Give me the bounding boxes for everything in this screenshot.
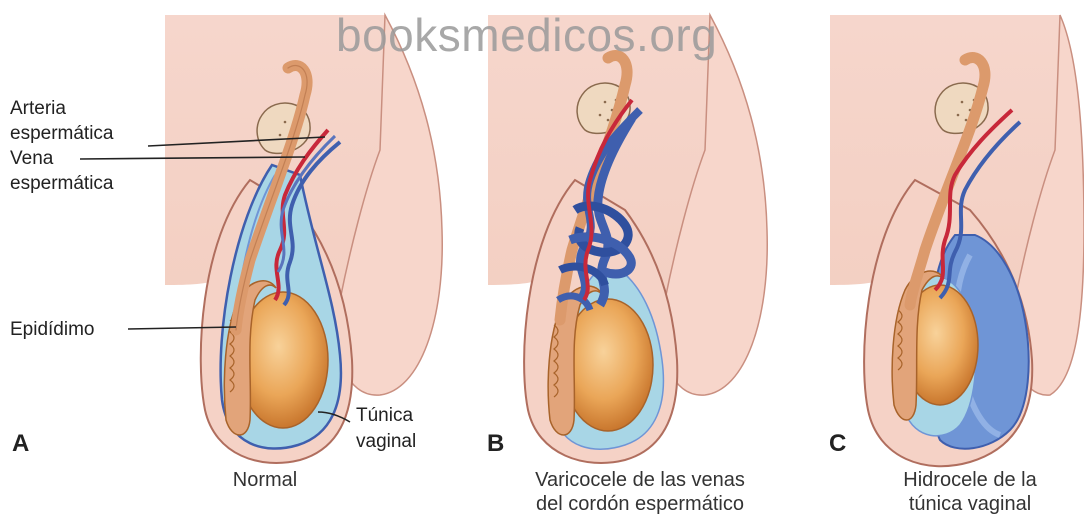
panel-a-illustration bbox=[80, 15, 442, 463]
panel-b-illustration bbox=[488, 15, 767, 463]
label-epididimo: Epidídimo bbox=[10, 319, 95, 341]
label-arteria-line2: espermática bbox=[10, 123, 114, 145]
panel-letter-b: B bbox=[487, 430, 504, 458]
caption-b-line1: Varicocele de las venas bbox=[500, 468, 780, 492]
caption-b-line2: del cordón espermático bbox=[500, 492, 780, 516]
caption-c-line1: Hidrocele de la bbox=[870, 468, 1070, 492]
panel-letter-a: A bbox=[12, 430, 29, 458]
label-tunica-line1: Túnica bbox=[356, 405, 413, 427]
caption-c-line2: túnica vaginal bbox=[870, 492, 1070, 516]
label-tunica-line2: vaginal bbox=[356, 431, 416, 453]
label-arteria-line1: Arteria bbox=[10, 98, 66, 120]
label-vena-line1: Vena bbox=[10, 148, 53, 170]
label-vena-line2: espermática bbox=[10, 173, 114, 195]
watermark-text: booksmedicos.org bbox=[336, 8, 717, 62]
panel-letter-c: C bbox=[829, 430, 846, 458]
panel-c-illustration bbox=[830, 15, 1084, 466]
caption-a-line1: Normal bbox=[205, 468, 325, 492]
